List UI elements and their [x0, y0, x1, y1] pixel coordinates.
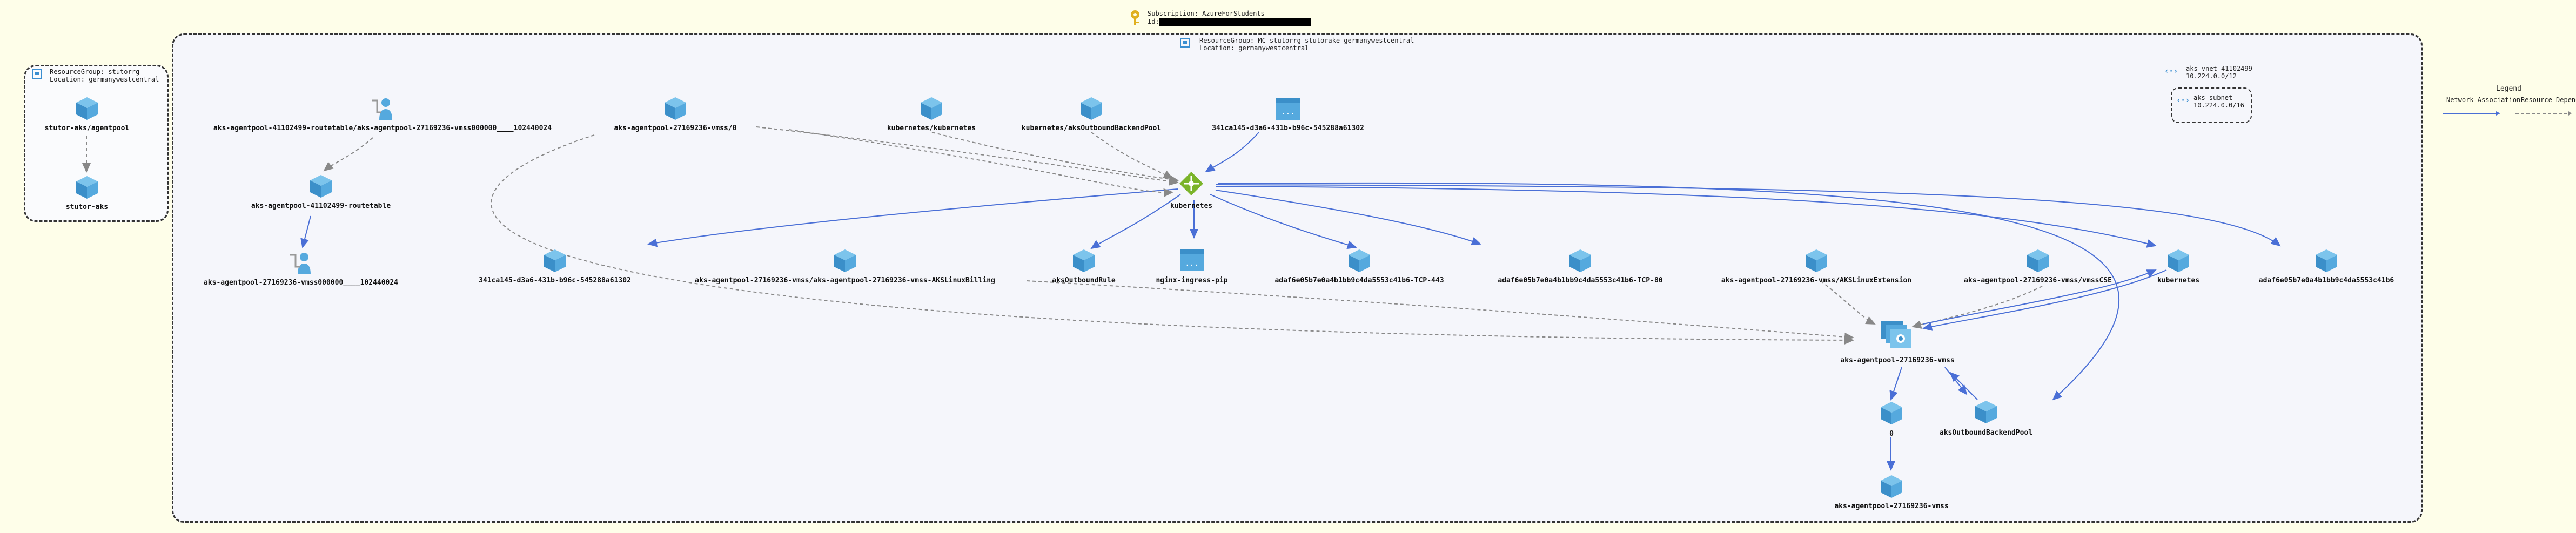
- cube-icon[interactable]: [1973, 399, 1999, 424]
- vnet-name: aks-vnet-41102499: [2186, 65, 2252, 72]
- public-ip-icon[interactable]: ...: [1179, 248, 1205, 274]
- node-label: kubernetes: [1170, 202, 1213, 210]
- vnet-cidr: 10.224.0.0/12: [2186, 72, 2237, 80]
- cube-icon[interactable]: [308, 173, 334, 199]
- node-label: 0: [1889, 430, 1894, 438]
- resource-group-stutorrg-name: ResourceGroup: stutorrg: [50, 68, 140, 76]
- node-label: kubernetes/aksOutboundBackendPool: [1021, 124, 1162, 132]
- cube-icon[interactable]: [2025, 247, 2051, 273]
- subnet-cidr: 10.224.0.0/16: [2193, 102, 2244, 109]
- vnet-icon: ‹·›: [2164, 67, 2178, 76]
- cube-icon[interactable]: [2165, 247, 2191, 273]
- node-label: kubernetes: [2157, 276, 2200, 285]
- subscription-name: Subscription: AzureForStudents: [1148, 10, 1265, 17]
- node-label: stutor-aks/agentpool: [44, 124, 130, 132]
- node-label: aks-agentpool-27169236-vmss/aks-agentpoo…: [695, 276, 995, 285]
- node-label: aks-agentpool-27169236-vmss: [1840, 356, 1955, 365]
- node-label: aks-agentpool-27169236-vmss/AKSLinuxExte…: [1721, 276, 1912, 285]
- node-label: aks-agentpool-27169236-vmss000000____102…: [203, 279, 399, 287]
- cube-icon[interactable]: [1879, 400, 1904, 426]
- cube-icon[interactable]: [1078, 95, 1104, 121]
- vmss-icon[interactable]: [1880, 320, 1915, 354]
- cube-icon[interactable]: [918, 95, 944, 121]
- cube-icon[interactable]: [1346, 247, 1372, 273]
- load-balancer-icon[interactable]: [1178, 171, 1204, 197]
- legend-title: Legend: [2496, 85, 2521, 93]
- node-label: kubernetes/kubernetes: [887, 124, 976, 132]
- resource-group-mc-icon: [1180, 38, 1190, 48]
- resource-group-icon: [32, 69, 42, 79]
- subnet-box: [2171, 87, 2252, 123]
- cube-icon[interactable]: [1879, 473, 1904, 499]
- node-label: stutor-aks: [65, 203, 109, 211]
- node-label: aksOutboundRule: [1052, 276, 1116, 285]
- resource-group-stutorrg-location: Location: germanywestcentral: [50, 76, 159, 83]
- subnet-icon: ‹·›: [2176, 96, 2190, 105]
- cube-icon[interactable]: [662, 95, 688, 121]
- legend: Legend Network Association Resource Depe…: [2442, 85, 2576, 118]
- node-label: adaf6e05b7e0a4b1bb9c4da5553c41b6: [2258, 276, 2394, 285]
- node-label: adaf6e05b7e0a4b1bb9c4da5553c41b6-TCP-443: [1274, 276, 1444, 285]
- cube-icon[interactable]: [1567, 247, 1593, 273]
- cube-icon[interactable]: [74, 174, 100, 200]
- legend-network: Network Association: [2446, 96, 2521, 104]
- node-label: aks-agentpool-27169236-vmss/0: [614, 124, 737, 132]
- nic-icon[interactable]: [288, 249, 314, 275]
- node-label: aks-agentpool-27169236-vmss: [1834, 502, 1949, 510]
- legend-resource: Resource Dependency: [2521, 96, 2576, 104]
- node-label: aksOutboundBackendPool: [1939, 429, 2033, 437]
- route-link-icon[interactable]: [370, 95, 395, 121]
- cube-icon[interactable]: [542, 247, 568, 273]
- node-label: 341ca145-d3a6-431b-b96c-545288a61302: [479, 276, 631, 285]
- resource-group-mc-name: ResourceGroup: MC_stutorrg_stutorake_ger…: [1199, 37, 1414, 44]
- node-label: aks-agentpool-41102499-routetable/aks-ag…: [213, 124, 552, 132]
- cube-icon[interactable]: [1803, 247, 1829, 273]
- cube-icon[interactable]: [832, 247, 858, 273]
- subscription-id-label: Id:: [1148, 18, 1159, 25]
- node-label: aks-agentpool-27169236-vmss/vmssCSE: [1964, 276, 2112, 285]
- node-label: adaf6e05b7e0a4b1bb9c4da5553c41b6-TCP-80: [1498, 276, 1663, 285]
- subnet-name: aks-subnet: [2193, 94, 2233, 102]
- public-ip-icon[interactable]: ...: [1275, 97, 1301, 123]
- resource-group-stutorrg: [24, 65, 169, 222]
- cube-icon[interactable]: [74, 95, 100, 121]
- legend-lines: [2443, 111, 2572, 116]
- svg-text:...: ...: [1185, 259, 1198, 268]
- node-label: aks-agentpool-41102499-routetable: [251, 202, 391, 210]
- node-label: nginx-ingress-pip: [1156, 276, 1228, 285]
- cube-icon[interactable]: [2313, 247, 2339, 273]
- subscription-id-redacted: [1159, 18, 1311, 26]
- resource-group-mc-location: Location: germanywestcentral: [1199, 44, 1309, 52]
- node-label: 341ca145-d3a6-431b-b96c-545288a61302: [1212, 124, 1364, 132]
- svg-text:...: ...: [1281, 108, 1294, 117]
- cube-icon[interactable]: [1071, 247, 1097, 273]
- subscription-key-icon: [1129, 10, 1141, 26]
